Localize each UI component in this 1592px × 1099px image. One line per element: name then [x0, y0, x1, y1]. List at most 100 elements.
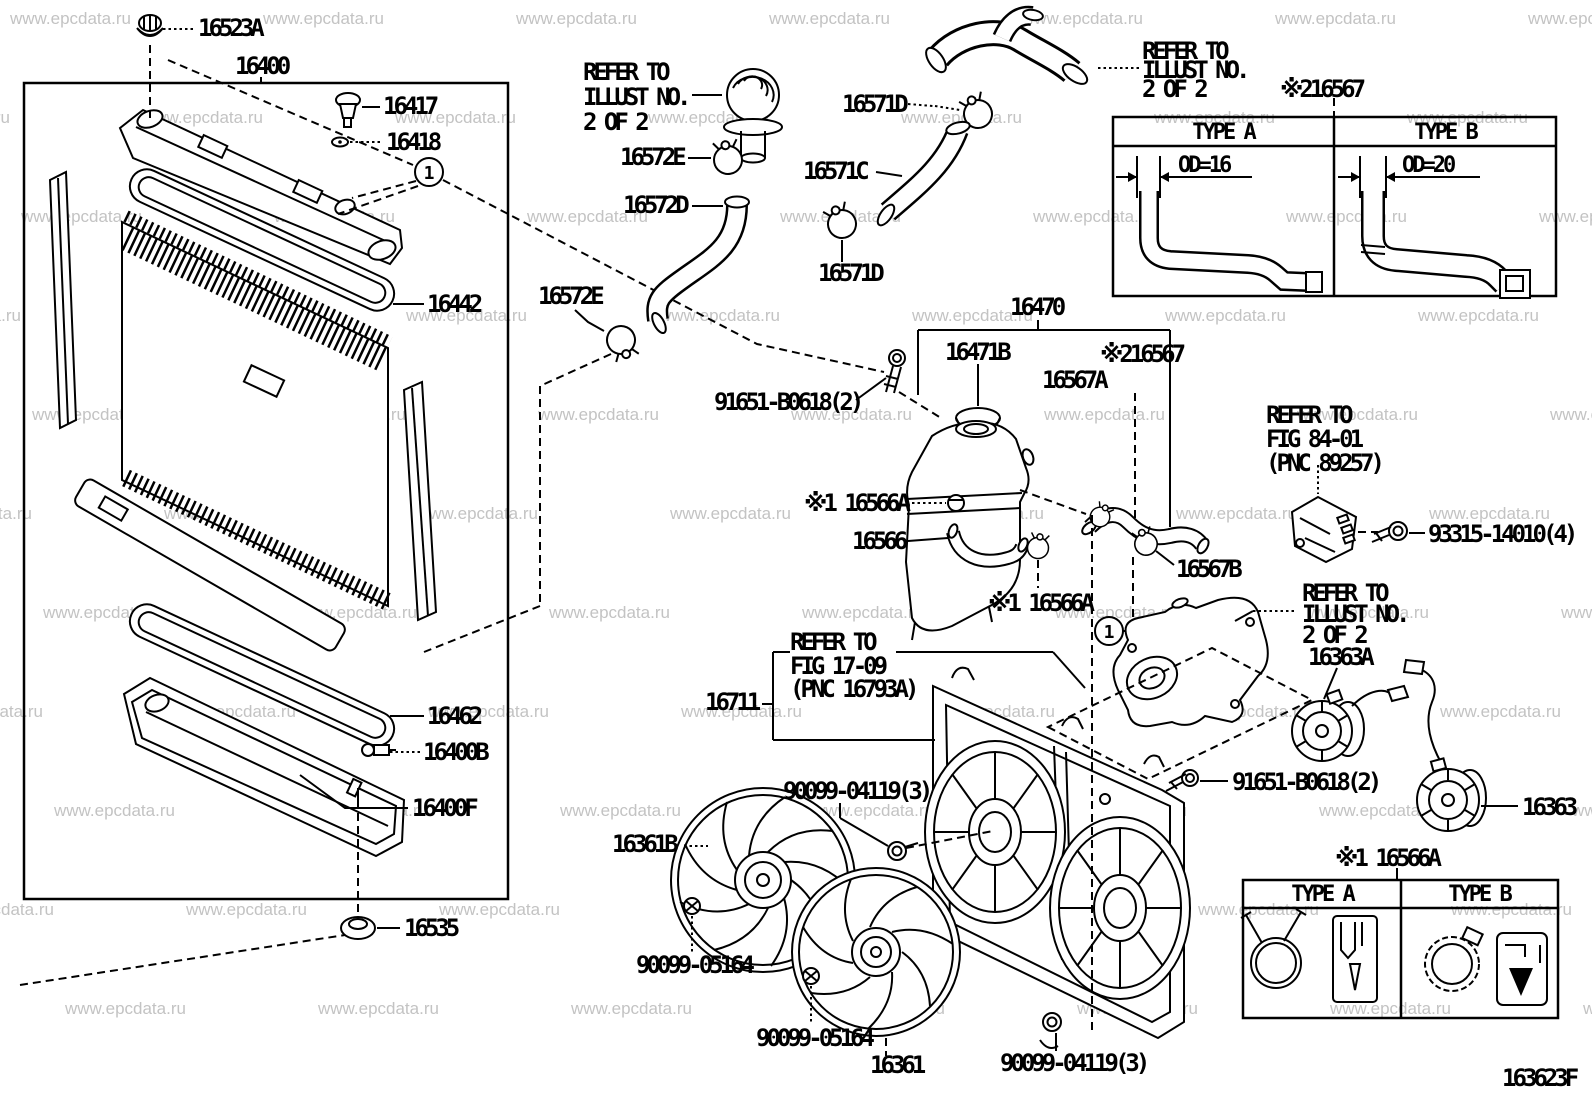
note-refer-fig17-2: FIG 17-09: [790, 652, 887, 680]
watermark-text: www.epcdata.ru: [262, 9, 384, 28]
watermark-text: www.epcdata.ru: [526, 207, 648, 226]
screw-93315: [1371, 521, 1408, 543]
clamp-16572e-lower: [602, 321, 642, 364]
label-16566a-upper: ※1 16566A: [804, 489, 911, 517]
hose-type-b-header: TYPE B: [1414, 120, 1478, 145]
label-91651-shroud: 91651-B0618(2): [1232, 768, 1378, 796]
label-16400f: 16400F: [412, 794, 478, 822]
watermark-text: www.epcdata.ru: [1450, 900, 1572, 919]
watermark-text: www.epcdata.ru: [801, 603, 923, 622]
watermark-text: www.epcdata.ru: [812, 801, 934, 820]
watermark-text: www.epcdata.ru: [438, 900, 560, 919]
radiator-box-frame: [22, 81, 510, 901]
o-ring-16418: [331, 136, 349, 148]
label-16571d-lower: 16571D: [818, 259, 884, 287]
water-pump: [1112, 596, 1269, 728]
label-93315: 93315-14010(4): [1428, 520, 1574, 548]
watermark-text: www.epcdata.ru: [570, 999, 692, 1018]
watermark-text: www.epcdata.ru: [559, 801, 681, 820]
spring-clamp-holder-icon: [1332, 915, 1378, 1003]
spring-clamp-icon: [1240, 908, 1307, 989]
note-refer-illust-right-2: ILLUST NO.: [1302, 600, 1407, 628]
od-16-label: OD=16: [1178, 153, 1232, 178]
note-refer-illust-top-2: ILLUST NO.: [1142, 56, 1247, 84]
fan-shroud: [924, 666, 1191, 1049]
watermark-text: www.epcdata.ru: [416, 504, 538, 523]
label-16535: 16535: [404, 914, 459, 942]
clamp-16566a-mid: [1025, 531, 1052, 561]
label-16572d: 16572D: [623, 191, 689, 219]
watermark-text: www.epcdata.ru: [64, 999, 186, 1018]
watermark-text: www.epcdata.ru: [1527, 9, 1592, 28]
callout-1-radiator: 1: [414, 157, 444, 187]
watermark-text: www.epcdata.ru: [0, 108, 10, 127]
watermark-text: www.epcdata.ru: [1175, 504, 1297, 523]
watermark-text: www.epcdata.ru: [185, 900, 307, 919]
watermark-text: www.epcdata.ru: [1021, 9, 1143, 28]
watermark-text: www.epcdata.ru: [1285, 207, 1407, 226]
label-16471b: 16471B: [945, 338, 1011, 366]
hose-type-box: [1111, 98, 1558, 299]
shroud-bracket-lines: [762, 651, 1086, 741]
watermark-text: www.epcdata.ru: [0, 702, 43, 721]
clamp-type-a-header: TYPE A: [1291, 882, 1355, 907]
bolt-91651-shroud: [1165, 769, 1199, 792]
watermark-text: www.epcdata.ru: [9, 9, 131, 28]
cap-bolt: [136, 14, 164, 120]
label-16566a-mid: ※1 16566A: [988, 589, 1095, 617]
radiator-core: [121, 210, 393, 611]
note-refer-illust-top-1: REFER TO: [1142, 37, 1229, 65]
note-refer-fig17-3: (PNC 16793A): [790, 675, 915, 703]
label-16567b: 16567B: [1176, 555, 1242, 583]
label-05164-mid: 90099-05164: [756, 1024, 874, 1052]
label-16567a: 16567A: [1042, 366, 1109, 394]
note-refer-fig17-1: REFER TO: [790, 628, 877, 656]
watermark-text: www.epcdata.ru: [1296, 405, 1418, 424]
hose-16572d: [646, 195, 750, 334]
label-16400: 16400: [235, 52, 291, 80]
watermark-text: www.epcdata.ru: [680, 702, 802, 721]
callout-1-tank: 1: [1104, 622, 1115, 643]
watermark-text: www.epcdata.ru: [1197, 900, 1319, 919]
watermark-text: www.epcdata.ru: [768, 9, 890, 28]
label-04119-lower: 90099-04119(3): [1000, 1049, 1146, 1077]
water-outlet-pipe: [925, 5, 1089, 85]
watermark-text: www.epcdata.ru: [1571, 801, 1592, 820]
worm-clamp-icon: [1424, 925, 1485, 992]
clamp-type-b-header: TYPE B: [1448, 882, 1512, 907]
label-16571d-upper: 16571D: [842, 90, 908, 118]
watermark-text: www.epcdata.ru: [1032, 207, 1154, 226]
callout-1-number: 1: [424, 163, 435, 184]
radiator-assembly-group: [19, 81, 510, 986]
drain-cock: [361, 743, 396, 757]
watermark-text: www.epcdata.ru: [1549, 405, 1592, 424]
watermark-text: www.epcdata.ru: [515, 9, 637, 28]
watermark-text: www.epcdata.ru: [548, 603, 670, 622]
watermark-text: www.epcdata.ru: [1439, 702, 1561, 721]
note-refer-illust-right-3: 2 OF 2: [1302, 621, 1367, 649]
label-16442: 16442: [427, 290, 482, 318]
screw-90099-05164-left: [683, 897, 701, 915]
label-16361: 16361: [870, 1051, 926, 1079]
drawing-code: 163623F: [1502, 1064, 1579, 1092]
watermark-text: www.epcdata.ru: [790, 405, 912, 424]
label-16400b: 16400B: [423, 738, 489, 766]
watermark-text: www.epcdata.ru: [405, 306, 527, 325]
worm-clamp-holder-icon: [1496, 932, 1548, 1006]
watermark-text: www.epcdata.ru: [1043, 405, 1165, 424]
thermostat: [723, 68, 783, 164]
label-16572e-upper: 16572E: [620, 143, 685, 171]
note-refer-illust-top-3: 2 OF 2: [1142, 75, 1207, 103]
watermark-text: www.epcdata.ru: [669, 504, 791, 523]
hose-16566: [946, 523, 1029, 568]
watermark-text: www.epcdata.ru: [1560, 603, 1592, 622]
label-16470: 16470: [1010, 293, 1066, 321]
ecu-bracket: [1290, 495, 1358, 564]
watermark-text: www.epcdata.ru: [0, 900, 54, 919]
watermark-text: www.epcdata.ru: [394, 108, 516, 127]
hose-type-a-header: TYPE A: [1192, 120, 1256, 145]
label-16566a-lower: ※1 16566A: [1335, 844, 1442, 872]
watermark-text: www.epcdata.ru: [537, 405, 659, 424]
